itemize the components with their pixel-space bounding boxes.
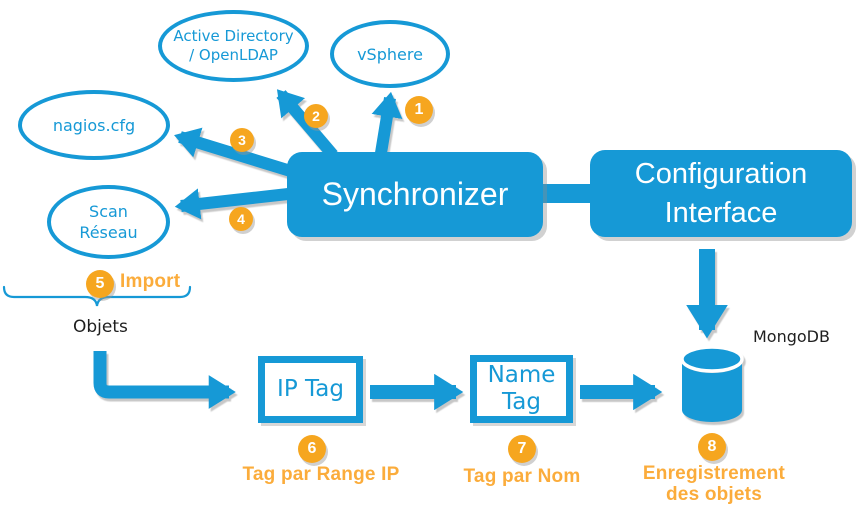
configuration-interface-box: Configuration Interface bbox=[590, 150, 852, 237]
badge-2: 2 bbox=[304, 104, 328, 128]
scan-reseau-label: Scan Réseau bbox=[79, 202, 138, 242]
name-tag-label: Name Tag bbox=[487, 362, 556, 415]
ip-tag-label: IP Tag bbox=[277, 376, 344, 402]
active-directory-label: Active Directory / OpenLDAP bbox=[173, 27, 294, 64]
ellipse-nagios-cfg: nagios.cfg bbox=[18, 90, 170, 160]
badge-3: 3 bbox=[230, 128, 254, 152]
arrow-sync-to-nagios bbox=[174, 127, 299, 179]
ip-tag-box: IP Tag bbox=[258, 356, 363, 423]
synchronizer-label: Synchronizer bbox=[321, 176, 509, 212]
brace-import bbox=[2, 285, 192, 307]
badge-7: 7 bbox=[508, 435, 536, 463]
mongodb-label: MongoDB bbox=[753, 327, 830, 346]
mongodb-cylinder-icon bbox=[680, 345, 744, 422]
synchronizer-box: Synchronizer bbox=[287, 152, 543, 237]
arrow-sync-to-scan bbox=[174, 187, 298, 220]
caption-tag-par-range-ip: Tag par Range IP bbox=[242, 464, 400, 485]
import-caption: Import bbox=[120, 271, 181, 292]
ellipse-vsphere: vSphere bbox=[330, 20, 450, 88]
ellipse-active-directory: Active Directory / OpenLDAP bbox=[158, 10, 309, 82]
caption-enregistrement: Enregistrement des objets bbox=[642, 463, 786, 505]
badge-8: 8 bbox=[698, 433, 726, 461]
badge-6: 6 bbox=[298, 435, 326, 463]
nagios-cfg-label: nagios.cfg bbox=[52, 115, 136, 135]
objets-label: Objets bbox=[73, 317, 128, 337]
name-tag-box: Name Tag bbox=[470, 355, 573, 423]
ellipse-scan-reseau: Scan Réseau bbox=[47, 185, 170, 259]
arrow-sync-to-vsphere bbox=[371, 91, 403, 154]
badge-1: 1 bbox=[405, 96, 433, 124]
badge-4: 4 bbox=[229, 207, 253, 231]
configuration-interface-label: Configuration Interface bbox=[634, 157, 808, 229]
arrow-objets-to-ip-tag bbox=[93, 351, 236, 409]
vsphere-label: vSphere bbox=[357, 44, 423, 64]
badge-5: 5 bbox=[86, 270, 114, 298]
caption-tag-par-nom: Tag par Nom bbox=[463, 466, 581, 487]
connector-sync-config bbox=[543, 184, 591, 203]
